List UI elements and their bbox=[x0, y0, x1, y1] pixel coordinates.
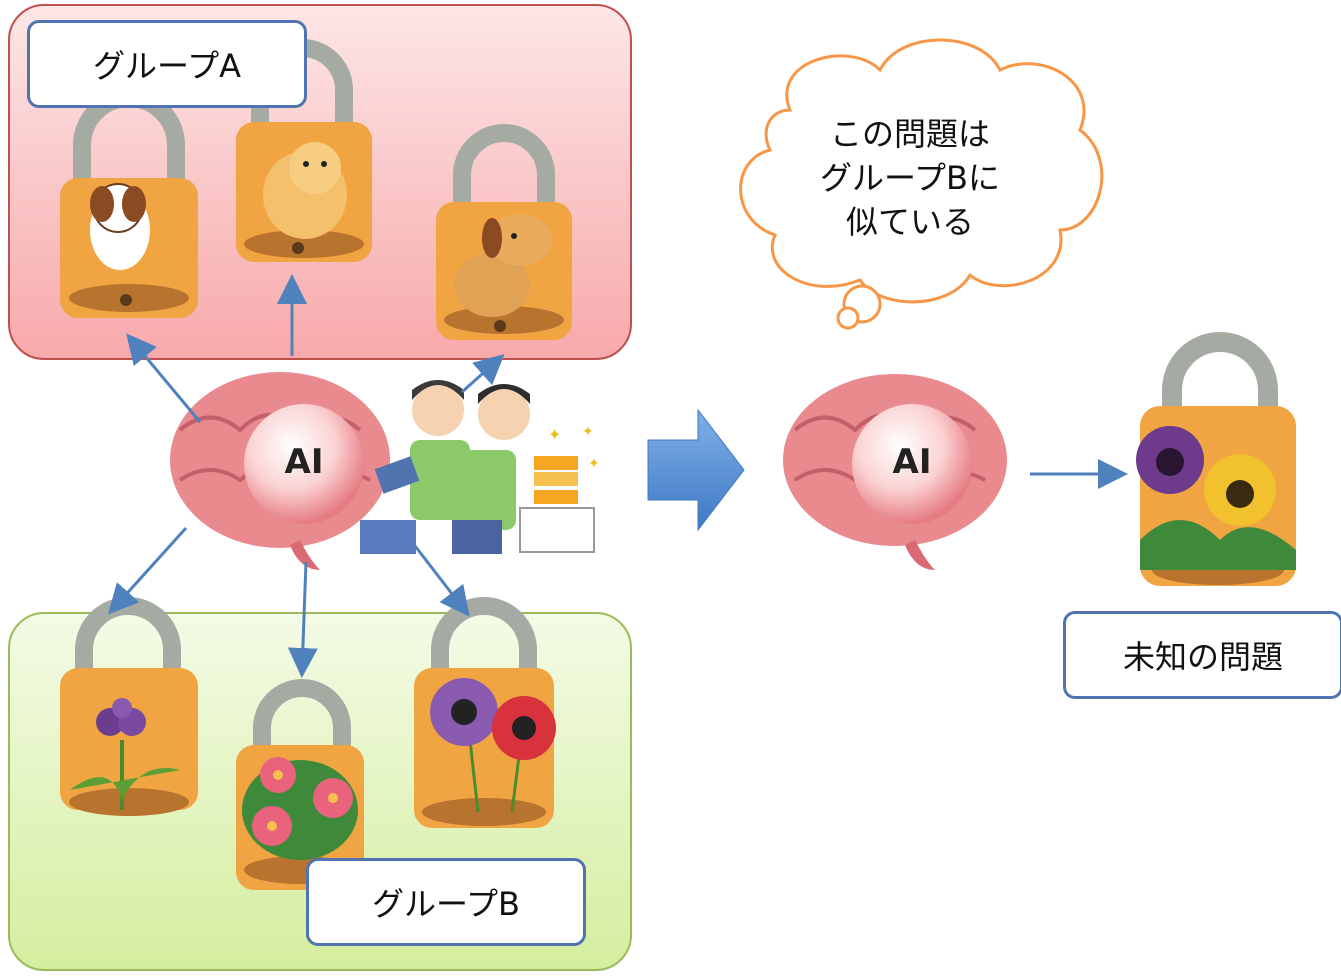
lock-dog-3-icon bbox=[436, 124, 572, 340]
lock-anemone-icon bbox=[414, 597, 556, 828]
arrow-to-lock-dog-1 bbox=[126, 333, 202, 423]
ai-left-label: AI bbox=[284, 442, 324, 482]
lock-iris-icon bbox=[60, 597, 198, 816]
lock-pansy-icon bbox=[1136, 332, 1296, 586]
thought-text: この問題は グループBに 似ている bbox=[780, 112, 1040, 244]
svg-text:✦: ✦ bbox=[582, 424, 594, 440]
arrow-to-lock-dog-3 bbox=[460, 353, 505, 394]
svg-text:✦: ✦ bbox=[588, 456, 600, 472]
brain-right-icon bbox=[783, 374, 1007, 570]
workers-illustration-icon: ✦ ✦ ✦ bbox=[360, 380, 600, 554]
unknown-problem-label: 未知の問題 bbox=[1063, 611, 1341, 699]
arrow-to-lock-iris bbox=[107, 526, 188, 615]
thought-line-2: グループBに bbox=[819, 159, 1001, 197]
svg-text:✦: ✦ bbox=[548, 425, 561, 444]
arrow-to-lock-anemone bbox=[410, 541, 470, 617]
thought-line-3: 似ている bbox=[845, 203, 974, 241]
thought-line-1: この問題は bbox=[829, 115, 990, 153]
lock-dog-2-icon bbox=[236, 39, 372, 262]
arrow-to-lock-pink-flowers bbox=[287, 561, 318, 678]
group-b-label: グループB bbox=[306, 858, 586, 946]
group-a-label: グループA bbox=[27, 20, 307, 108]
lock-dog-1-icon bbox=[60, 89, 198, 318]
lock-pink-flowers-icon bbox=[236, 679, 364, 890]
brain-left-icon bbox=[170, 372, 390, 570]
thought-cloud bbox=[739, 38, 1104, 330]
big-transition-arrow bbox=[647, 408, 745, 532]
ai-right-label: AI bbox=[892, 442, 932, 482]
